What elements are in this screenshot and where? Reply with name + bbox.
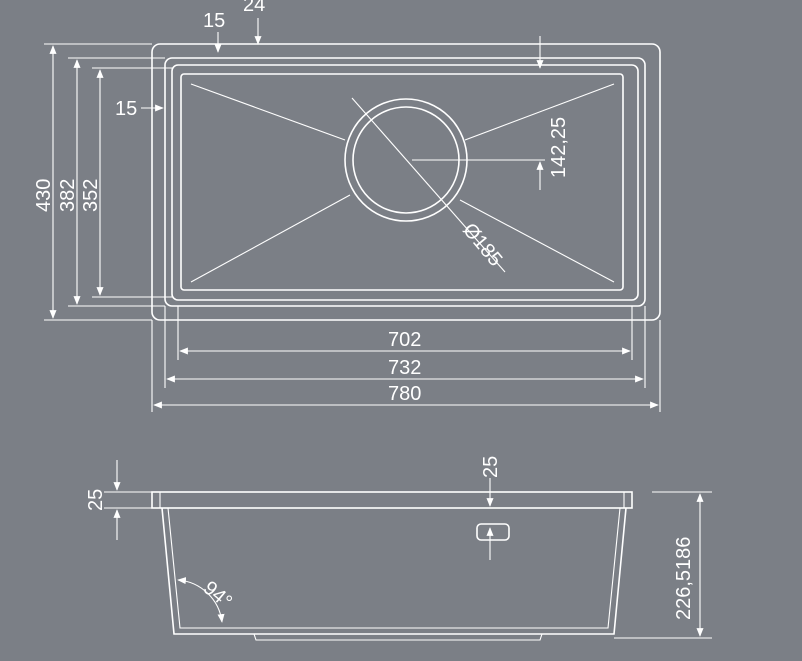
dim-width-inner: 702 [388, 329, 421, 351]
side-view: 25 25 94° 226,5186 [85, 456, 712, 641]
dim-height-outer: 430 [33, 179, 55, 212]
dim-total-height: 226,5186 [673, 537, 695, 620]
bowl-rim-outline [171, 64, 639, 301]
side-bowl-outline [161, 507, 627, 635]
mid-outline [164, 57, 646, 307]
dim-drain-offset: 142,25 [548, 117, 570, 178]
dim-flange-thickness: 25 [85, 489, 107, 511]
dim-width-outer: 780 [388, 383, 421, 405]
dim-side-flange: 15 [115, 98, 137, 120]
dim-angle: 94° [199, 577, 236, 613]
dim-top-left-flange: 15 [203, 10, 225, 32]
side-drain-symbol [476, 523, 510, 541]
side-flange [151, 491, 633, 509]
angle-arc [177, 577, 225, 623]
dim-height-inner: 352 [80, 179, 102, 212]
top-view: 15 24 15 142,25 Ø185 430 382 352 702 [33, 0, 661, 412]
slope-line-top-left [190, 83, 346, 141]
dim-drain-diameter: Ø185 [458, 219, 506, 271]
bowl-inner-outline [180, 73, 624, 291]
dim-top-flange: 24 [243, 0, 265, 16]
dim-width-mid: 732 [388, 357, 421, 379]
slope-line-top-right [464, 83, 615, 141]
slope-line-bottom-left [190, 194, 351, 283]
outer-flange-outline [151, 43, 661, 321]
side-bowl-inner-outline [167, 507, 621, 629]
dim-drain-depth: 25 [480, 456, 502, 478]
dim-height-mid: 382 [57, 179, 79, 212]
side-drain-bottom [253, 633, 543, 641]
slope-line-bottom-right [459, 199, 615, 283]
drain-diameter-leader [351, 97, 506, 273]
